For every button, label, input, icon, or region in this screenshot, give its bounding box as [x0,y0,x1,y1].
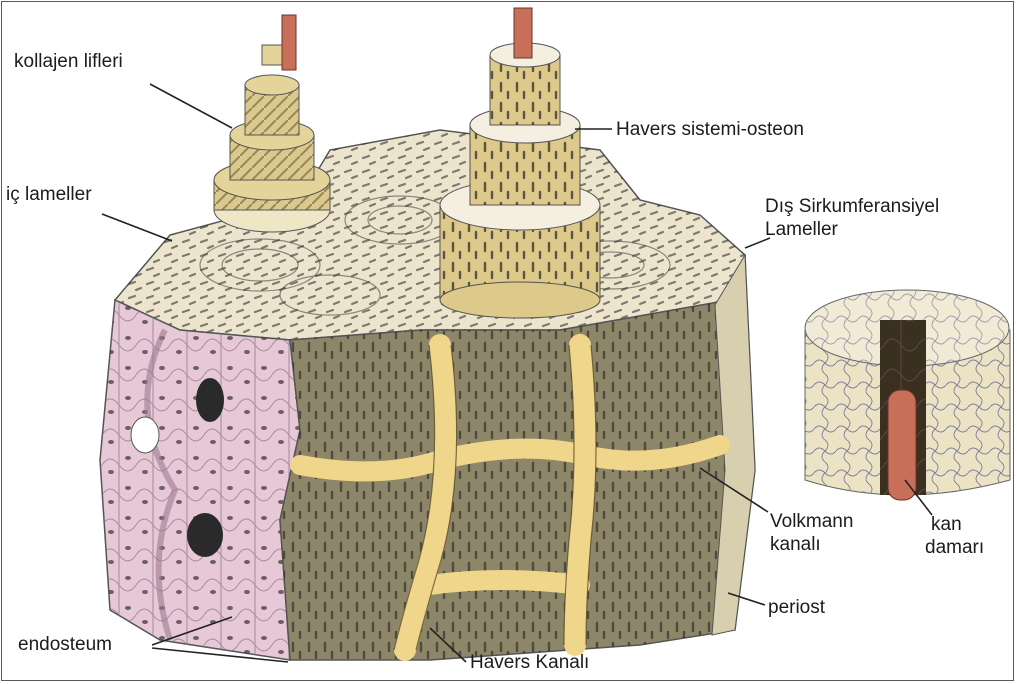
label-dis-sirkumferansiyel: Dış Sirkumferansiyel Lameller [765,195,939,241]
label-volkmann: Volkmann kanalı [770,510,853,556]
label-endosteum: endosteum [18,633,112,656]
label-periost: periost [768,596,825,619]
label-ic-lameller: iç lameller [6,183,92,206]
spongy-cavity [196,378,224,422]
label-kan-line1: kan [925,513,984,536]
label-havers-kanali: Havers Kanalı [470,651,589,674]
collagen-osteon [214,15,330,232]
label-havers-sistemi: Havers sistemi-osteon [616,118,804,141]
label-kan-line2: damarı [925,536,984,559]
label-volkmann-line2: kanalı [770,533,853,556]
vessel-inset [805,290,1010,500]
label-kan-damari: kan damarı [925,513,984,559]
label-volkmann-line1: Volkmann [770,510,853,533]
spongy-cavity [131,417,159,453]
label-dis-line1: Dış Sirkumferansiyel [765,195,939,218]
label-dis-line2: Lameller [765,218,939,241]
label-kollajen-lifleri: kollajen lifleri [14,50,123,73]
spongy-cavity [187,513,223,557]
